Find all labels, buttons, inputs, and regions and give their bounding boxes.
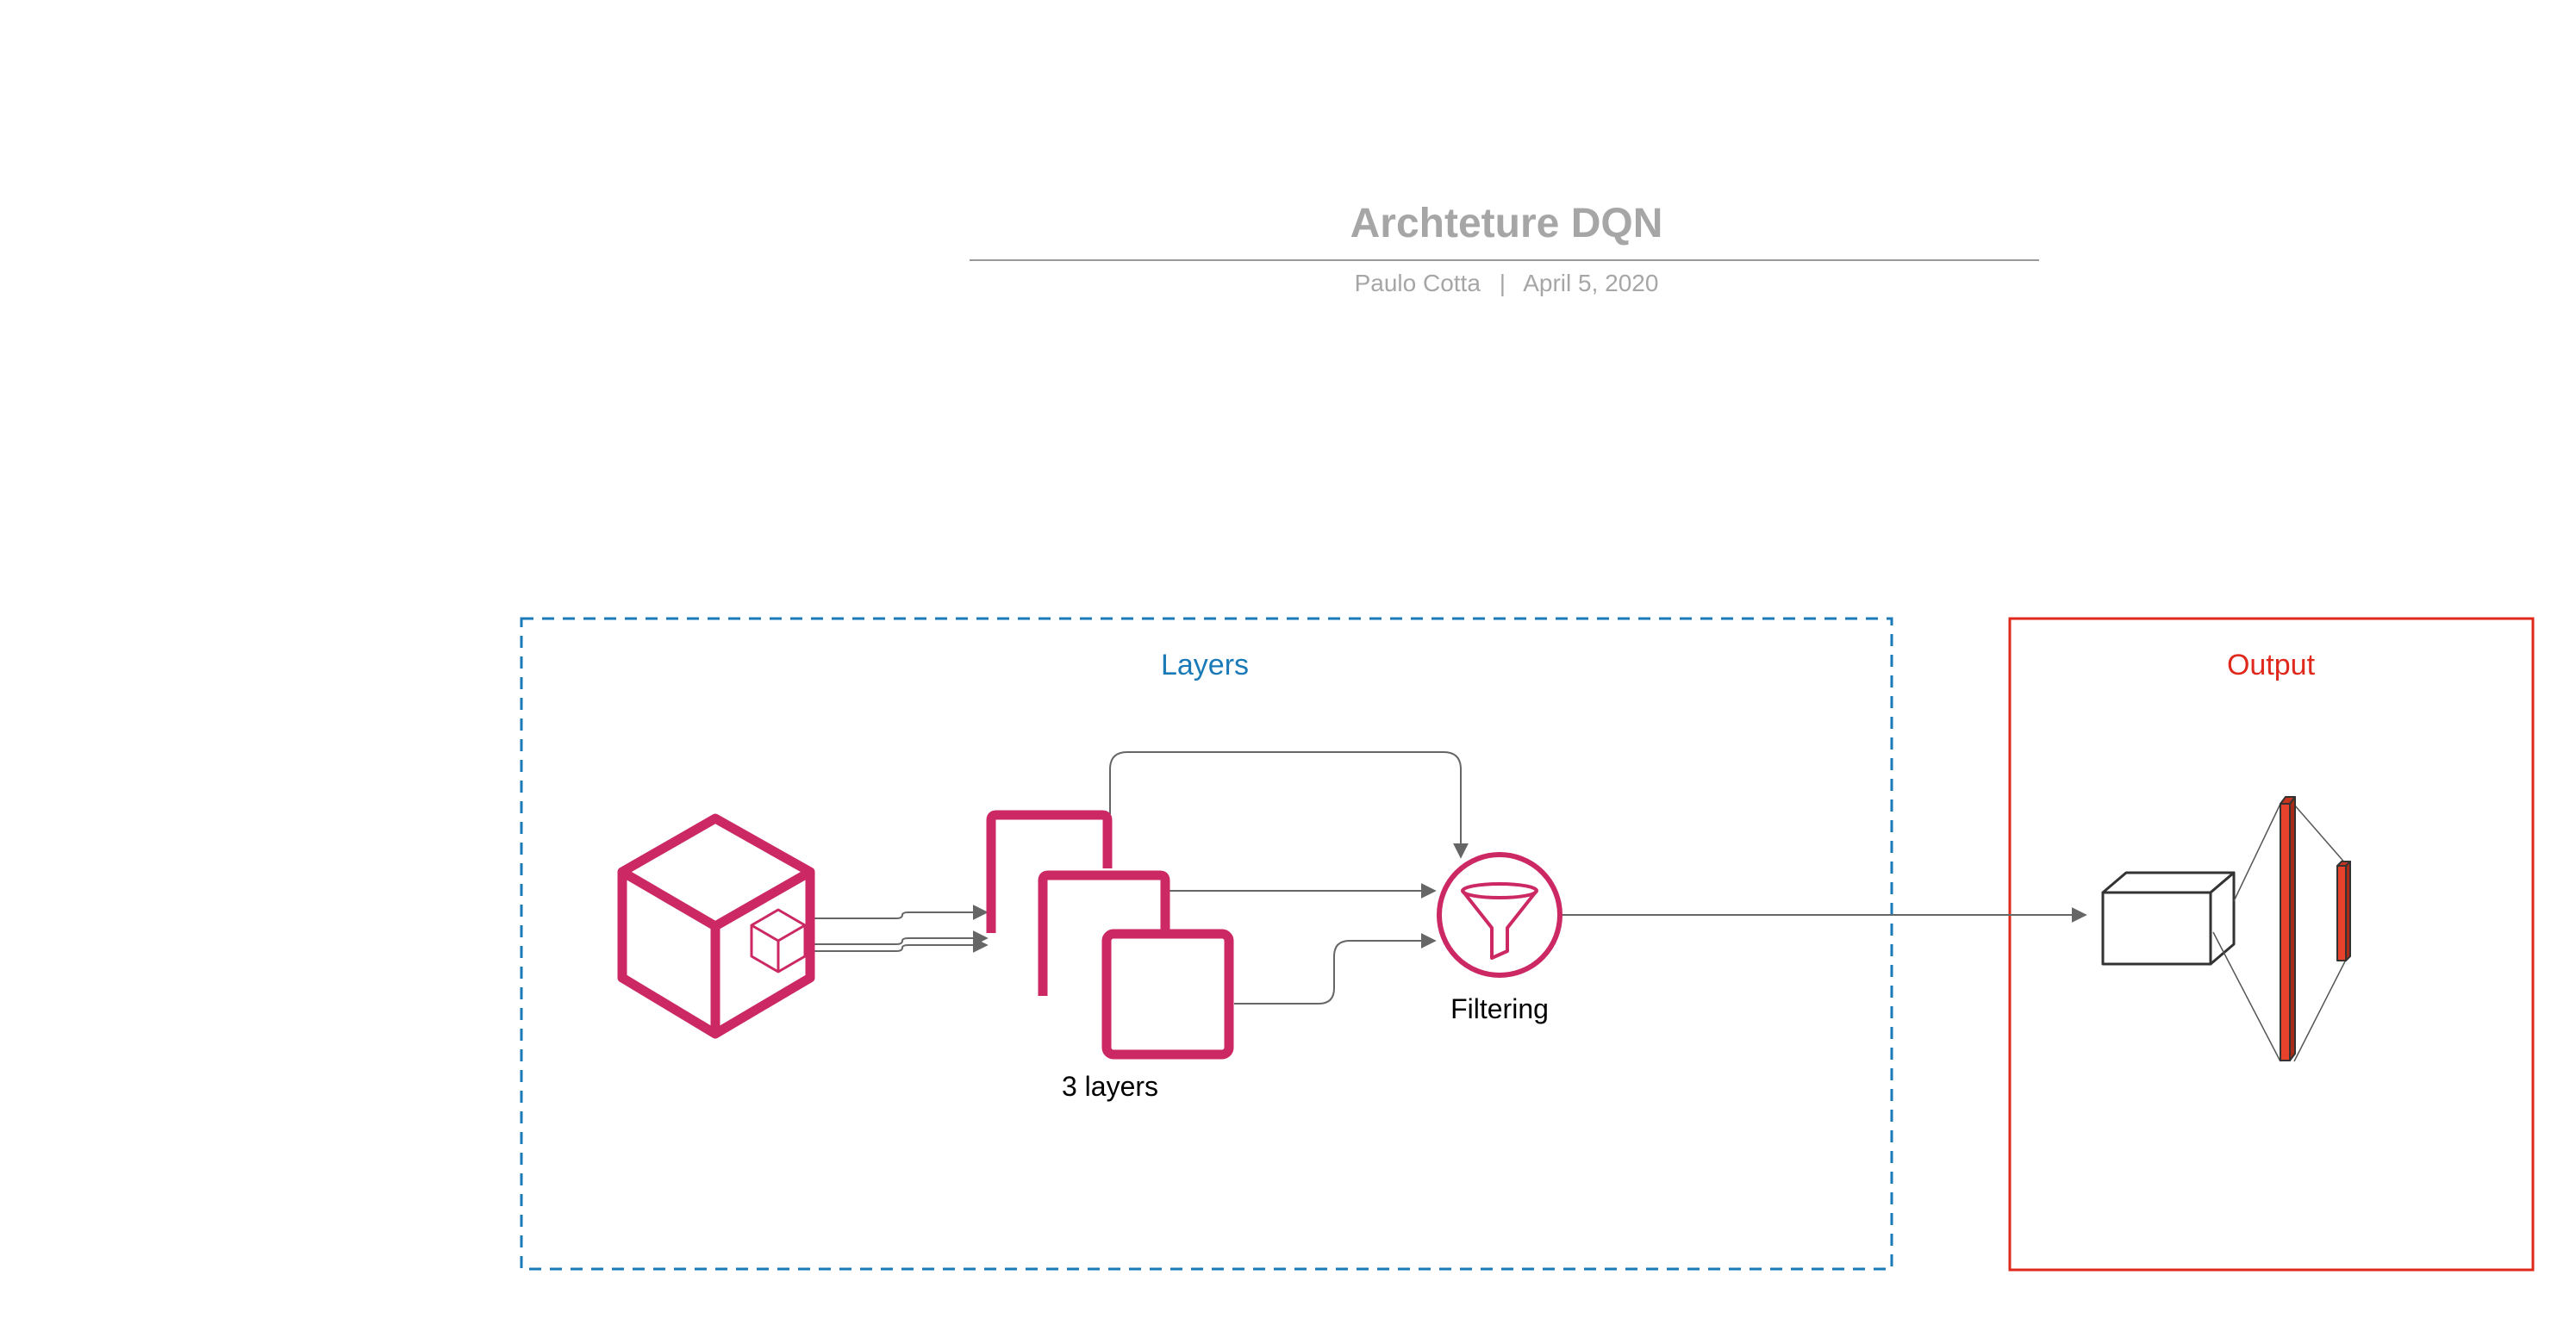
layers-stack-label: 3 layers bbox=[1062, 1071, 1158, 1102]
subtitle-separator: | bbox=[1500, 270, 1506, 296]
filtering-label: Filtering bbox=[1450, 993, 1549, 1024]
stacked-squares-icon[interactable] bbox=[986, 810, 1234, 1060]
connectors bbox=[814, 751, 2087, 1005]
funnel-icon[interactable] bbox=[1437, 852, 1562, 978]
layers-group-box[interactable] bbox=[520, 617, 1893, 1271]
subtitle: Paulo Cotta | April 5, 2020 bbox=[1355, 270, 1659, 296]
output-group-box[interactable] bbox=[2008, 617, 2535, 1272]
page-title: Archteture DQN bbox=[1350, 201, 1663, 246]
connector-layer3-to-filter[interactable] bbox=[1234, 933, 1437, 1005]
date-label: April 5, 2020 bbox=[1523, 270, 1658, 296]
output-group-label: Output bbox=[2227, 649, 2316, 681]
dense-layer-bar bbox=[2280, 796, 2296, 1061]
connector-layer1-to-filter[interactable] bbox=[1109, 751, 1469, 859]
network-connections bbox=[2212, 803, 2348, 1062]
layers-group-label: Layers bbox=[1161, 649, 1249, 681]
author-name: Paulo Cotta bbox=[1355, 270, 1481, 296]
input-box-icon bbox=[2101, 871, 2236, 966]
neural-network-icon[interactable] bbox=[2101, 796, 2351, 1062]
connector-cube-to-layers-2[interactable] bbox=[814, 930, 989, 946]
small-cube-icon bbox=[750, 908, 807, 974]
connector-cube-to-layers-3[interactable] bbox=[814, 937, 989, 953]
output-layer-bar bbox=[2336, 861, 2351, 961]
connector-cube-to-layers-1[interactable] bbox=[814, 905, 989, 920]
cube-icon[interactable] bbox=[617, 813, 815, 1039]
